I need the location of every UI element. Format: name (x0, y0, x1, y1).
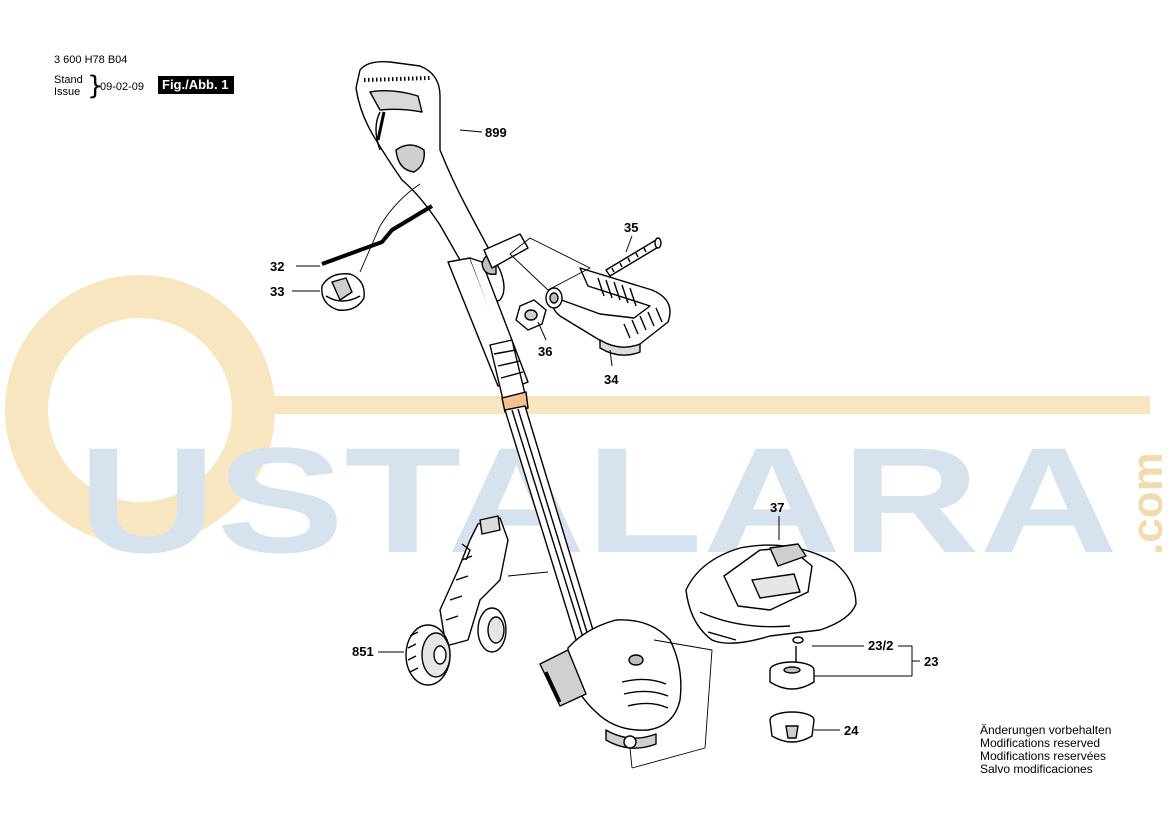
cable-clip (321, 273, 365, 311)
label-32: 32 (270, 259, 284, 274)
note-fr: Modifications reservées (980, 749, 1107, 763)
watermark-suffix: .com (1123, 452, 1168, 555)
label-33: 33 (270, 284, 284, 299)
modification-notes: Änderungen vorbehalten Modifications res… (980, 724, 1111, 776)
note-de: Änderungen vorbehalten (980, 723, 1112, 737)
label-37: 37 (770, 500, 784, 515)
wheel-guide (405, 515, 549, 686)
part-labels: 899 35 32 33 36 34 37 851 23/2 23 24 (270, 125, 938, 738)
note-en: Modifications reserved (980, 736, 1101, 750)
upper-tube (447, 233, 529, 413)
safety-guard (685, 543, 857, 644)
auxiliary-handle (509, 237, 671, 356)
label-36: 36 (538, 344, 552, 359)
document-number: 3 600 H78 B04 (54, 54, 128, 66)
brace-symbol: } (87, 71, 104, 101)
issue-label: Issue (54, 86, 81, 98)
watermark-swoosh-hole (48, 318, 232, 502)
motor-head (539, 619, 713, 769)
label-23: 23 (924, 654, 938, 669)
label-23-2: 23/2 (868, 638, 893, 653)
label-24: 24 (844, 723, 859, 738)
issue-date: 09-02-09 (100, 81, 145, 93)
stand-label: Stand (54, 74, 83, 86)
spool-cover (769, 711, 815, 743)
label-34: 34 (604, 372, 619, 387)
spool (769, 636, 815, 690)
label-851: 851 (352, 644, 374, 659)
watermark-text: USTALARA (78, 416, 1118, 584)
trimmer-assembly: 899 35 32 33 36 34 37 851 23/2 23 24 (270, 60, 938, 769)
leader-lines (292, 129, 920, 731)
label-899: 899 (485, 125, 507, 140)
label-35: 35 (624, 220, 638, 235)
wire-spring (321, 183, 434, 273)
stand-issue-labels: Stand Issue (54, 74, 83, 98)
shaft (504, 405, 597, 647)
watermark: USTALARA .com (5, 275, 1168, 584)
bolt (605, 237, 662, 277)
figure-label: Fig./Abb. 1 (158, 76, 235, 94)
note-es: Salvo modificaciones (980, 762, 1093, 776)
upper-handle (355, 60, 505, 307)
